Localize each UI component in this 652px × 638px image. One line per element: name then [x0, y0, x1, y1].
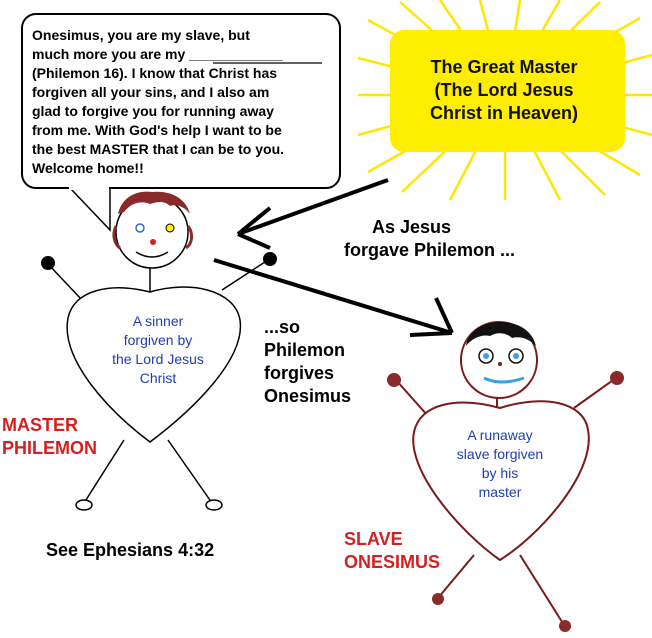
philemon-right-eye: [165, 223, 175, 233]
onesimus-hair: [466, 322, 536, 346]
caption-line: Philemon: [264, 340, 346, 360]
philemon-mouth: [135, 251, 169, 258]
label-line: MASTER: [2, 415, 78, 435]
so-forgives-caption: ...so Philemon forgives Onesimus: [264, 316, 351, 408]
philemon-right-hand: [263, 252, 277, 266]
bubble-line: from me. With God's help I want to be: [32, 122, 282, 138]
onesimus-mouth: [483, 376, 525, 384]
scripture-reference: See Ephesians 4:32: [46, 540, 215, 560]
onesimus-heart-text: A runaway slave forgiven by his master: [440, 426, 560, 502]
bubble-line: Welcome home!!: [32, 160, 144, 176]
caption-line: ...so: [264, 317, 301, 337]
arrow-philemon-to-onesimus: [213, 258, 454, 337]
label-line: SLAVE: [344, 529, 403, 549]
philemon-figure: [41, 191, 277, 511]
bubble-line: forgiven all your sins, and I also am: [32, 84, 270, 100]
onesimus-heart-shape: [412, 400, 590, 562]
philemon-left-hand: [41, 256, 55, 270]
sun-burst: [357, 0, 652, 201]
label-line: ONESIMUS: [344, 552, 441, 572]
onesimus-left-hand: [387, 373, 401, 387]
sun-body: [390, 30, 625, 152]
onesimus-limbs: [395, 377, 617, 626]
bubble-line: glad to forgive you for running away: [32, 103, 274, 119]
heart-line: by his: [481, 465, 519, 481]
bubble-line: much more you are my ____________: [32, 46, 283, 62]
bubble-line: (Philemon 16). I know that Christ has: [32, 65, 278, 81]
slave-onesimus-label: SLAVE ONESIMUS: [344, 528, 440, 574]
onesimus-left-foot: [432, 593, 444, 605]
bubble-line: Onesimus, you are my slave, but: [32, 27, 250, 43]
philemon-left-foot: [75, 499, 93, 511]
caption-line: As Jesus: [372, 217, 452, 237]
great-master-line: The Great Master: [430, 57, 578, 77]
philemon-right-foot: [205, 499, 223, 511]
jesus-forgave-caption: As Jesus forgave Philemon ...: [344, 216, 564, 262]
heart-line: A sinner: [132, 313, 184, 329]
heart-line: forgiven by: [123, 332, 193, 348]
heart-line: Christ: [139, 370, 177, 386]
great-master-caption: The Great Master (The Lord Jesus Christ …: [404, 56, 604, 125]
master-philemon-label: MASTER PHILEMON: [2, 414, 97, 460]
philemon-nose: [150, 239, 156, 245]
onesimus-right-foot: [559, 620, 571, 632]
philemon-heart-text: A sinner forgiven by the Lord Jesus Chri…: [98, 312, 218, 388]
arrow-jesus-to-philemon: [236, 178, 389, 250]
speech-bubble: [21, 13, 341, 232]
onesimus-nose: [498, 362, 502, 366]
heart-line: A runaway: [467, 427, 533, 443]
great-master-line: (The Lord Jesus: [434, 80, 574, 100]
philemon-left-eye: [135, 223, 145, 233]
onesimus-right-hand: [610, 371, 624, 385]
philemon-arms: [47, 259, 269, 504]
onesimus-figure: [387, 321, 624, 632]
caption-line: Onesimus: [264, 386, 352, 406]
heart-line: slave forgiven: [456, 446, 544, 462]
label-line: PHILEMON: [2, 438, 98, 458]
philemon-hair: [118, 191, 190, 214]
heart-line: master: [478, 484, 522, 500]
bubble-line: the best MASTER that I can be to you.: [32, 141, 285, 157]
great-master-line: Christ in Heaven): [429, 103, 579, 123]
caption-line: forgave Philemon ...: [344, 240, 516, 260]
heart-line: the Lord Jesus: [112, 351, 204, 367]
speech-bubble-text: Onesimus, you are my slave, but much mor…: [32, 26, 332, 178]
caption-line: forgives: [264, 363, 335, 383]
